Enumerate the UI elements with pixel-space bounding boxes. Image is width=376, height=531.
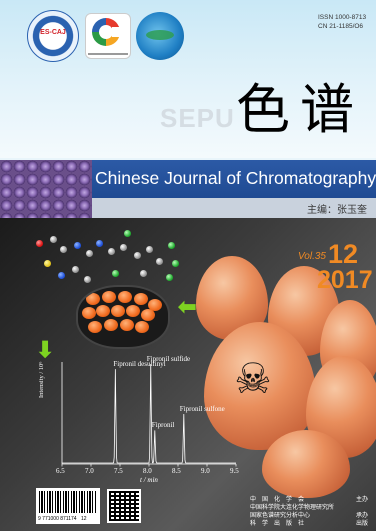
chromatogram-y-label: Intensity / 10⁶ [38, 361, 45, 398]
x-tick-label: 8.0 [143, 467, 152, 475]
barcode-issue-code: 12 [80, 516, 87, 522]
publisher-line: 中国科学院大连化学物理研究所 [250, 505, 335, 511]
vial-cap [111, 305, 125, 317]
atom-nitrogen [96, 240, 103, 247]
role-sponsor: 主办 [356, 497, 369, 503]
atom-carbon [156, 258, 163, 265]
publisher-line: 国家色谱研究分析中心 [250, 513, 311, 519]
volume-label: Vol.35 [298, 251, 326, 262]
atom-nitrogen [58, 272, 65, 279]
egg-with-skull [204, 322, 316, 450]
sepu-wordmark: SEPU [160, 103, 235, 133]
chromatogram-plot [61, 362, 237, 467]
vial-cap [88, 321, 102, 333]
x-tick-label: 7.5 [114, 467, 123, 475]
atom-carbon [140, 270, 147, 277]
cover-header: ES-CAJ ISSN 1000-8713 CN 21-1185/O6 SEPU… [0, 0, 376, 158]
editor-band: 主编：张玉奎 [92, 198, 376, 218]
vial-cap [120, 319, 134, 331]
atom-carbon [146, 246, 153, 253]
cn-number: CN 21-1185/O6 [318, 23, 364, 30]
barcode-number: 9 771000 871174 12 [38, 516, 87, 522]
peak-label: Fipronil [151, 421, 175, 430]
atom-fluorine [172, 260, 179, 267]
peak-label: Fipronil desulfinyl [113, 360, 166, 369]
atom-chlorine [124, 230, 131, 237]
atom-carbon [50, 236, 57, 243]
skull-crossbones-icon: ☠ [234, 355, 272, 402]
atom-fluorine [166, 274, 173, 281]
atom-carbon [86, 250, 93, 257]
editor-in-chief: 主编：张玉奎 [307, 205, 367, 216]
es-caj-logo-text: ES-CAJ [40, 29, 66, 36]
peak-label: Fipronil sulfide [146, 355, 191, 364]
atom-fluorine [168, 242, 175, 249]
publisher-line: 中 国 化 学 会 [250, 497, 305, 503]
journal-title-chinese: 色谱 [236, 78, 364, 141]
atom-sulfur [44, 260, 51, 267]
chromatogram [54, 356, 244, 476]
journal-title-english: Chinese Journal of Chromatography [95, 168, 376, 188]
c-logo [85, 13, 131, 59]
peak-label: Fipronil sulfone [179, 405, 225, 414]
vial-cap [134, 293, 148, 305]
issue-badge: Vol.35 12 2017 [298, 237, 373, 297]
vial-cap [96, 305, 110, 317]
egg [262, 430, 350, 498]
publisher-block: 中 国 化 学 会 中国科学院大连化学物理研究所 国家色谱研究分析中心 科 学 … [250, 496, 368, 528]
es-caj-logo: ES-CAJ [27, 10, 79, 62]
x-tick-label: 8.5 [172, 467, 181, 475]
atom-carbon [108, 248, 115, 255]
atom-carbon [72, 266, 79, 273]
x-tick-label: 9.5 [230, 467, 239, 475]
publisher-roles: 主办 承办 出版 [356, 496, 368, 528]
barcode: 9 771000 871174 12 [36, 488, 100, 524]
issue-number: 12 [328, 239, 359, 269]
atom-carbon [60, 246, 67, 253]
issn: ISSN 1000-8713 [318, 14, 367, 21]
green-arrow-icon: ⬅ [178, 294, 197, 319]
issn-block: ISSN 1000-8713 CN 21-1185/O6 [318, 13, 366, 31]
vial-cap [118, 291, 132, 303]
x-tick-label: 6.5 [56, 467, 65, 475]
title-band: Chinese Journal of Chromatography [92, 160, 376, 198]
c-ring-icon [92, 18, 122, 46]
publisher-line: 科 学 出 版 社 [250, 521, 305, 527]
c-logo-caption-bar [88, 53, 128, 55]
atom-carbon [134, 252, 141, 259]
vial-cap [82, 307, 96, 319]
vial-cap [135, 321, 149, 333]
x-tick-label: 7.0 [85, 467, 94, 475]
vial-cap [148, 299, 162, 311]
atom-carbon [120, 244, 127, 251]
sample-vials-image [76, 285, 170, 349]
atom-carbon [84, 276, 91, 283]
chromatogram-x-label: t / min [140, 476, 158, 484]
vial-cap [126, 305, 140, 317]
qr-code [107, 489, 141, 523]
role-publisher: 出版 [356, 521, 369, 527]
chromatogram-trace [61, 364, 236, 464]
globe-logo [136, 12, 184, 60]
vial-cap [86, 293, 100, 305]
vial-cap [104, 319, 118, 331]
issue-year: 2017 [317, 266, 373, 294]
barcode-digits: 9 771000 871174 [38, 516, 77, 522]
barcode-bars [39, 491, 97, 513]
atom-oxygen [36, 240, 43, 247]
vial-cap [102, 291, 116, 303]
vial-cap [141, 309, 155, 321]
atom-nitrogen [74, 242, 81, 249]
purple-beads-image [0, 160, 92, 218]
x-tick-label: 9.0 [201, 467, 210, 475]
role-organizer: 承办 [356, 513, 369, 519]
atom-chlorine [112, 270, 119, 277]
